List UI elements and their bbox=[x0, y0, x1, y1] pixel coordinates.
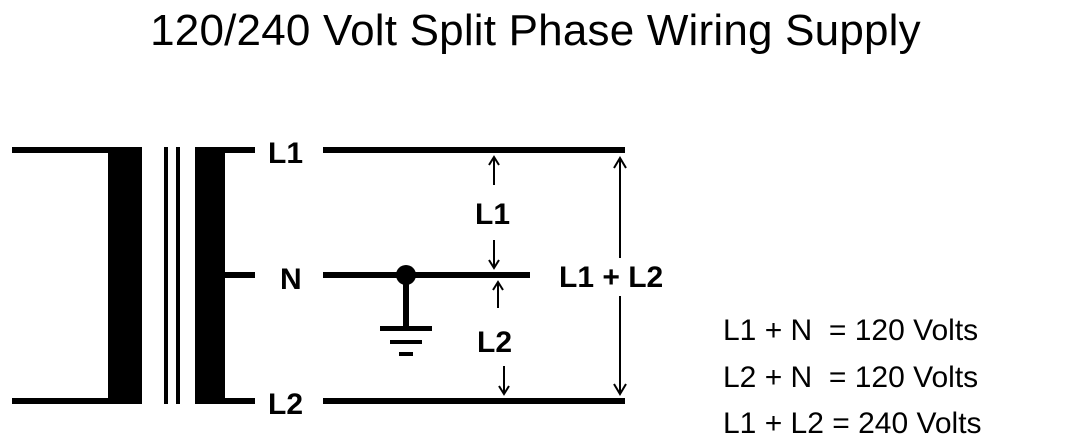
primary-bottom-lead bbox=[12, 398, 142, 404]
lower-arrow-bottom-head bbox=[498, 385, 510, 396]
transformer-core bbox=[164, 147, 180, 404]
secondary-center-tap bbox=[195, 272, 255, 278]
measurement-label-lower: L2 bbox=[477, 326, 512, 359]
terminal-label-n: N bbox=[280, 263, 302, 296]
total-label-backing bbox=[553, 258, 701, 296]
transformer-secondary bbox=[195, 147, 255, 404]
measurement-lower bbox=[492, 280, 510, 396]
core-bar-right bbox=[176, 147, 180, 404]
ground-drop bbox=[403, 275, 409, 328]
equation-line-2: L2 + N = 120 Volts bbox=[723, 361, 978, 394]
total-arrow-top-head bbox=[613, 156, 627, 169]
measurement-upper bbox=[488, 155, 500, 270]
wire-l1 bbox=[323, 147, 625, 153]
wire-l2 bbox=[323, 398, 625, 404]
ground-bar-3 bbox=[399, 352, 413, 356]
ground-bar-2 bbox=[390, 340, 422, 344]
total-arrow-bottom-head bbox=[613, 383, 627, 396]
terminal-label-l2: L2 bbox=[268, 388, 303, 421]
secondary-top-lead bbox=[195, 147, 255, 153]
upper-arrow-bottom-head bbox=[488, 259, 500, 270]
equation-line-3: L1 + L2 = 240 Volts bbox=[723, 407, 982, 440]
ground-symbol bbox=[380, 265, 432, 356]
equation-line-1: L1 + N = 120 Volts bbox=[723, 314, 978, 347]
wire-neutral bbox=[323, 272, 530, 278]
lower-arrow-top-head bbox=[492, 280, 504, 291]
voltage-equations: L1 + N = 120 Volts L2 + N = 120 Volts L1… bbox=[723, 314, 982, 440]
measurement-label-upper: L1 bbox=[475, 198, 510, 231]
upper-arrow-top-head bbox=[488, 155, 500, 166]
secondary-bottom-lead bbox=[195, 398, 255, 404]
diagram-title: 120/240 Volt Split Phase Wiring Supply bbox=[150, 6, 921, 55]
core-bar-left bbox=[164, 147, 168, 404]
primary-top-lead bbox=[12, 147, 142, 153]
primary-winding bbox=[108, 147, 142, 404]
terminal-label-l1: L1 bbox=[268, 137, 303, 170]
measurement-label-total: L1 + L2 bbox=[559, 261, 663, 294]
transformer-primary bbox=[12, 147, 142, 404]
ground-bar-1 bbox=[380, 326, 432, 331]
